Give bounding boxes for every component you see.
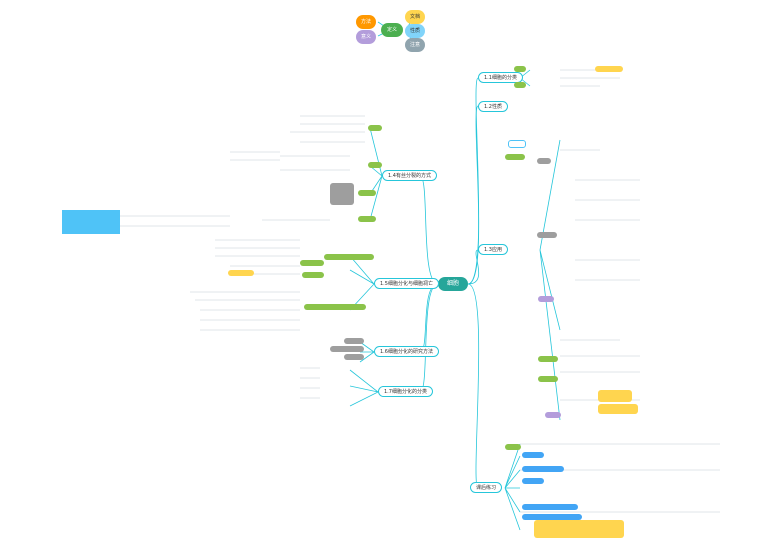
left-topic-1[interactable]: 方法 xyxy=(356,15,376,29)
tag xyxy=(537,232,557,238)
right-topic-2[interactable]: 性质 xyxy=(405,24,425,38)
tag xyxy=(304,304,366,310)
tag xyxy=(368,125,382,131)
tag xyxy=(330,346,364,352)
tag xyxy=(514,66,526,72)
tag xyxy=(344,338,364,344)
tag xyxy=(228,270,254,276)
center-topic[interactable]: 定义 xyxy=(381,23,403,37)
branch-application[interactable]: 1.3应用 xyxy=(478,244,508,255)
branch-exercises[interactable]: 课后练习 xyxy=(470,482,503,493)
tag xyxy=(505,444,521,450)
tag xyxy=(300,260,324,266)
tag xyxy=(522,466,564,472)
tag xyxy=(368,162,382,168)
tag xyxy=(344,354,364,360)
tag xyxy=(302,272,324,278)
tag xyxy=(358,216,376,222)
tag xyxy=(522,478,544,484)
tag xyxy=(330,183,354,205)
tag xyxy=(534,520,624,538)
right-topic-3[interactable]: 注意 xyxy=(405,38,425,52)
tag xyxy=(522,452,544,458)
branch-categories[interactable]: 1.7细胞分化的分类 xyxy=(378,386,433,397)
tag xyxy=(545,412,561,418)
tag xyxy=(538,356,558,362)
tag xyxy=(324,254,374,260)
branch-properties[interactable]: 1.2性质 xyxy=(478,101,508,112)
tag xyxy=(538,296,554,302)
left-topic-2[interactable]: 意义 xyxy=(356,30,376,44)
tag xyxy=(538,376,558,382)
tag xyxy=(595,66,623,72)
tag xyxy=(358,190,376,196)
tag xyxy=(598,390,632,402)
branch-classification[interactable]: 1.1细胞的分类 xyxy=(478,72,523,83)
legend-card xyxy=(62,210,120,234)
tag xyxy=(598,404,638,414)
branch-research-methods[interactable]: 1.6细胞分化的研究方法 xyxy=(374,346,439,357)
tag xyxy=(522,504,578,510)
branch-differentiation[interactable]: 1.5细胞分化与细胞凋亡 xyxy=(374,278,439,289)
right-topic-1[interactable]: 文档 xyxy=(405,10,425,24)
branch-mitosis[interactable]: 1.4有丝分裂的方式 xyxy=(382,170,437,181)
tag xyxy=(514,82,526,88)
tag xyxy=(522,514,582,520)
tag xyxy=(537,158,551,164)
tag xyxy=(508,140,526,148)
root-node[interactable]: 细胞 xyxy=(438,277,468,291)
tag xyxy=(505,154,525,160)
